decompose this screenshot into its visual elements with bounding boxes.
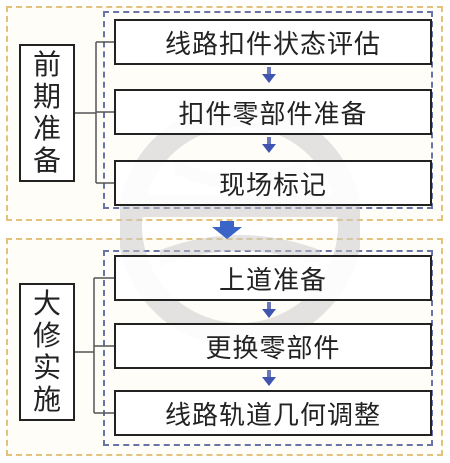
- step-box: 线路扣件状态评估: [114, 19, 432, 65]
- phase-label-box-preparation: 前期准备: [19, 44, 75, 182]
- step-box: 上道准备: [114, 255, 432, 301]
- step-box: 现场标记: [114, 160, 432, 206]
- phase-label-box-implementation: 大修实施: [19, 283, 75, 421]
- down-arrow-icon: [262, 67, 276, 83]
- phase-label-implementation: 大修实施: [32, 287, 61, 416]
- phase-label-preparation: 前期准备: [32, 48, 61, 177]
- prep-bracket: [75, 41, 114, 184]
- step-box: 扣件零部件准备: [114, 89, 432, 135]
- step-box: 更换零部件: [114, 323, 432, 369]
- down-arrow-icon: [262, 137, 276, 153]
- step-box: 线路轨道几何调整: [114, 390, 432, 436]
- down-arrow-icon: [262, 370, 276, 386]
- phase-transition-arrow-icon: [212, 221, 242, 239]
- impl-bracket: [75, 277, 114, 414]
- down-arrow-icon: [262, 302, 276, 318]
